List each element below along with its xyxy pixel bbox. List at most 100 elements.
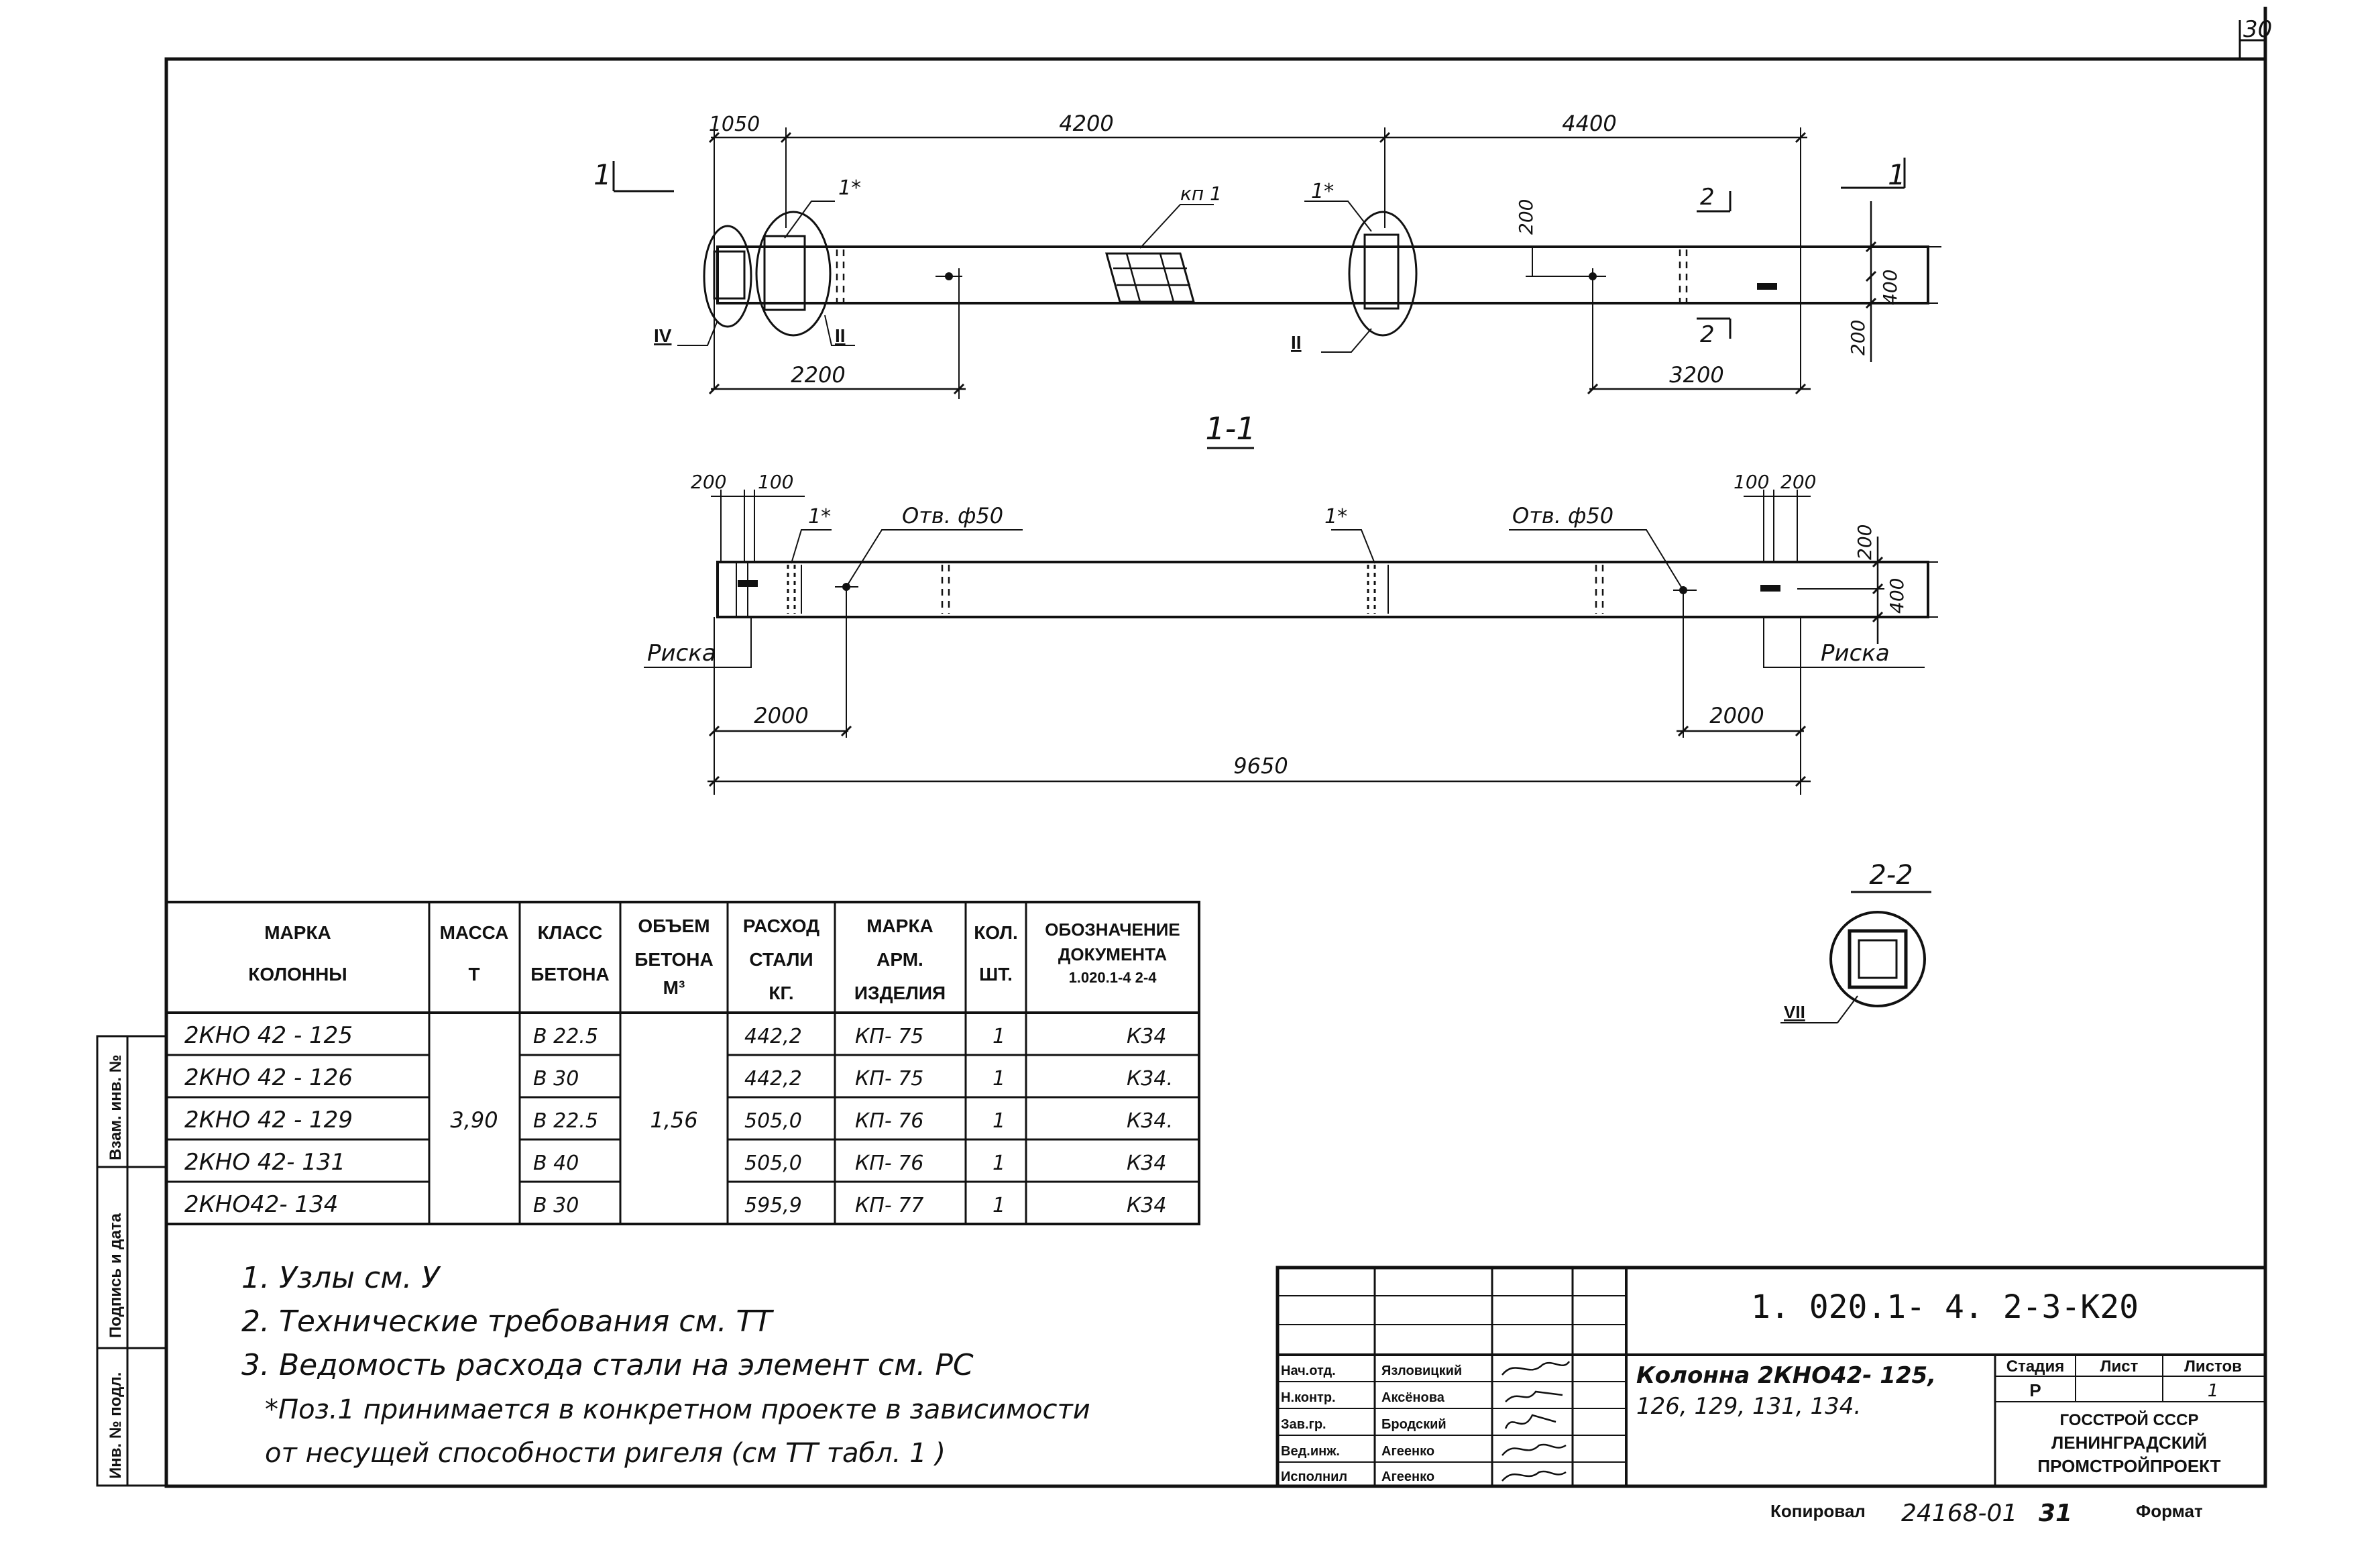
sec-dim-2000-left: 2000 [754, 703, 808, 728]
plan-marker-left: 1 [593, 158, 612, 191]
name-nach-otd: Язловицкий [1381, 1363, 1462, 1378]
copied-label: Копировал [1770, 1501, 1866, 1521]
sec-dim-200-left: 200 [691, 471, 726, 493]
role-n-kontr: Н.контр. [1281, 1390, 1336, 1405]
sheet-header: Лист [2100, 1357, 2139, 1376]
dim-200-top: 200 [1515, 199, 1537, 235]
format-label: Формат [2136, 1501, 2203, 1521]
section-2-2-detail [1780, 911, 1926, 1023]
column-body-plan [716, 245, 1929, 304]
th-steel-1: РАСХОД [743, 915, 819, 936]
section-title-1-1: 1-1 [1205, 410, 1255, 447]
th-volume-2: БЕТОНА [634, 949, 713, 970]
th-class-2: БЕТОНА [530, 964, 609, 985]
cell-class: В 22.5 [533, 1025, 598, 1048]
dim-400-right: 400 [1879, 270, 1901, 305]
note-asterisk-1: *Поз.1 принимается в конкретном проекте … [265, 1394, 1090, 1425]
element-title-line1: Колонна 2КНО42- 125, [1636, 1362, 1936, 1389]
th-mass-1: МАССА [440, 922, 509, 943]
cell-steel: 442,2 [744, 1025, 802, 1048]
cell-doc: К34 [1127, 1152, 1166, 1175]
callout-kp1: кп 1 [1180, 182, 1222, 205]
table-row: 2КНО 42 - 125 В 22.5 442,2 КП- 75 1 К34 [184, 1022, 1166, 1049]
sec-dim-2000-right: 2000 [1709, 703, 1764, 728]
cell-class: В 22.5 [533, 1109, 598, 1133]
node-ii-callout-left [755, 211, 832, 337]
th-class-1: КЛАСС [538, 922, 603, 943]
archive-number: 24168-01 [1901, 1500, 2017, 1527]
cage-kp-sketch [1105, 252, 1195, 303]
th-volume-1: ОБЪЕМ [638, 915, 710, 936]
specification-table [165, 901, 1200, 1225]
cell-doc: К34 [1127, 1025, 1166, 1048]
page-number: 30 [2243, 16, 2272, 43]
sec-dim-9650: 9650 [1233, 753, 1288, 779]
cell-qty: 1 [993, 1067, 1005, 1091]
dim-4400: 4400 [1562, 111, 1616, 136]
cell-arm: КП- 77 [855, 1194, 923, 1217]
note-2: 2. Технические требования см. ТТ [241, 1304, 774, 1339]
hole-label-right: Отв. ф50 [1512, 503, 1613, 528]
dim-1050: 1050 [709, 113, 760, 136]
th-arm-3: ИЗДЕЛИЯ [854, 983, 946, 1003]
node-vii-label: VII [1784, 1002, 1805, 1022]
stamp-signature-date: Подпись и дата [107, 1213, 125, 1338]
node-ii-label-right: II [1291, 332, 1302, 353]
title-block [1276, 1266, 2267, 1488]
column-body-section [716, 561, 1929, 618]
section22-marker-bottom: 2 [1700, 321, 1715, 348]
cell-steel: 595,9 [744, 1194, 802, 1217]
sheets-value: 1 [2208, 1381, 2219, 1401]
cell-volume-merged: 1,56 [650, 1107, 697, 1133]
cell-steel: 505,0 [744, 1109, 802, 1133]
section-view [644, 490, 1938, 795]
side-stamp [96, 1035, 168, 1487]
cell-doc: К34. [1127, 1067, 1173, 1091]
table-header: МАРКА КОЛОННЫ МАССА Т КЛАСС БЕТОНА ОБЪЕМ… [248, 915, 1180, 1003]
sec-dim-200-vertical: 200 [1854, 524, 1876, 560]
table-row: 2КНО 42 - 129 В 22.5 505,0 КП- 76 1 К34. [184, 1107, 1173, 1133]
cell-arm: КП- 76 [855, 1152, 923, 1175]
th-steel-3: КГ. [769, 983, 793, 1003]
cell-mark: 2КНО 42 - 125 [184, 1022, 353, 1049]
callout-pos1-right: 1* [1311, 180, 1334, 203]
cell-mark: 2КНО42- 134 [184, 1191, 338, 1218]
th-mark-2: КОЛОННЫ [248, 964, 347, 985]
cell-doc: К34 [1127, 1194, 1166, 1217]
cell-arm: КП- 76 [855, 1109, 923, 1133]
sec-dim-100-right: 100 [1734, 471, 1769, 493]
table-row: 2КНО 42- 131 В 40 505,0 КП- 76 1 К34 [184, 1149, 1166, 1176]
callout-pos1-left: 1* [838, 176, 861, 200]
th-qty-2: ШТ. [979, 964, 1013, 985]
th-doc-3: 1.020.1-4 2-4 [1069, 969, 1157, 986]
sheets-header: Листов [2184, 1357, 2242, 1376]
cell-mark: 2КНО 42- 131 [184, 1149, 345, 1176]
org-line-3: ПРОМСТРОЙПРОЕКТ [2037, 1456, 2220, 1476]
sec-dim-200-right: 200 [1780, 471, 1816, 493]
pos1-label-mid: 1* [1324, 505, 1347, 528]
cell-class: В 30 [533, 1194, 579, 1217]
pos1-label-left: 1* [808, 505, 831, 528]
cell-qty: 1 [993, 1109, 1005, 1133]
plan-view [612, 127, 1941, 399]
th-volume-3: М³ [663, 977, 685, 998]
name-n-kontr: Аксёнова [1381, 1390, 1445, 1405]
cell-arm: КП- 75 [855, 1025, 923, 1048]
th-steel-2: СТАЛИ [749, 949, 813, 970]
th-doc-1: ОБОЗНАЧЕНИЕ [1045, 920, 1180, 940]
cell-mass-merged: 3,90 [450, 1107, 498, 1133]
cell-steel: 505,0 [744, 1152, 802, 1175]
notes: 1. Узлы см. У 2. Технические требования … [241, 1261, 1090, 1469]
doc-code: 1. 020.1- 4. 2-3-К20 [1751, 1288, 2139, 1326]
node-iv-callout [703, 225, 752, 328]
role-ispolnil: Исполнил [1281, 1469, 1347, 1484]
node-iv-label: IV [654, 325, 672, 346]
cell-qty: 1 [993, 1194, 1005, 1217]
plan-marker-right: 1 [1888, 158, 1906, 191]
cell-arm: КП- 75 [855, 1067, 923, 1091]
th-arm-2: АРМ. [876, 949, 923, 970]
th-qty-1: КОЛ. [974, 922, 1018, 943]
table-row: 2КНО42- 134 В 30 595,9 КП- 77 1 К34 [184, 1191, 1166, 1218]
hole-label-left: Отв. ф50 [902, 503, 1003, 528]
cell-qty: 1 [993, 1025, 1005, 1048]
